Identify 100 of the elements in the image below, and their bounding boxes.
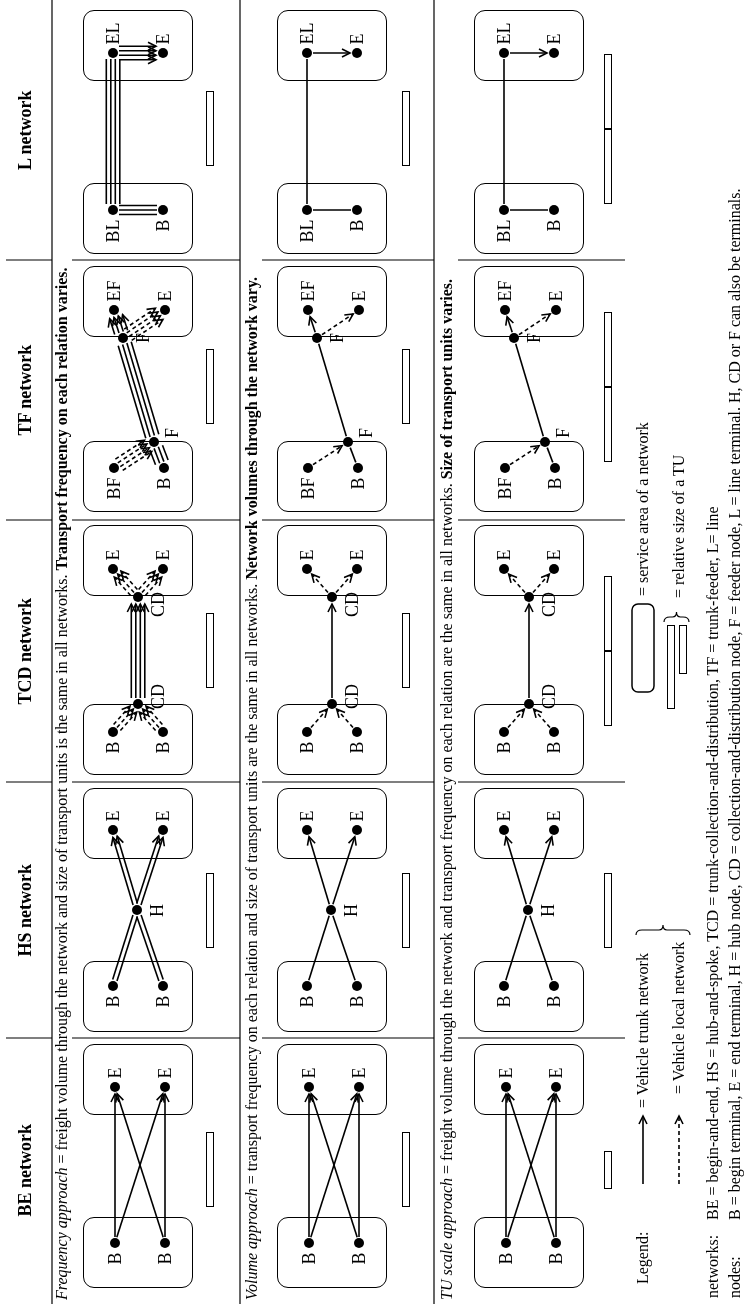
node-label: BL bbox=[297, 219, 316, 243]
arrow bbox=[110, 836, 134, 906]
connector-line bbox=[332, 914, 356, 982]
dashed-arrow bbox=[145, 705, 164, 726]
dashed-arrow bbox=[112, 705, 131, 726]
node-label: EL bbox=[494, 22, 513, 45]
dashed-arrow bbox=[310, 708, 329, 729]
arrow bbox=[304, 1093, 314, 1238]
column-header: L network bbox=[16, 90, 34, 170]
node-label: F bbox=[163, 428, 181, 438]
service-area-box bbox=[474, 1044, 584, 1115]
node-label: E bbox=[347, 33, 366, 45]
arrow bbox=[551, 1093, 561, 1238]
node-label: B bbox=[153, 219, 172, 232]
node-label: B bbox=[153, 995, 172, 1008]
arrow bbox=[501, 1093, 511, 1238]
legend-label: = service area of a network bbox=[634, 422, 652, 596]
service-area-box bbox=[83, 1217, 193, 1288]
row-description: Volume approach = transport frequency on each relation and size of transport units are the same in all networks. Network volumes through the network vary. bbox=[243, 276, 261, 1300]
node-label: E bbox=[153, 33, 172, 45]
row-description: TU scale approach = freight volume through the network and transport frequency on each relation are the same in all networks. Size of transport units varies. bbox=[438, 278, 456, 1300]
node-label: EF bbox=[495, 280, 514, 302]
node-label: BL bbox=[494, 219, 513, 243]
arrow bbox=[354, 1093, 364, 1238]
node-label: B bbox=[348, 477, 367, 490]
node-label: E bbox=[494, 549, 513, 561]
connector-line bbox=[308, 914, 330, 982]
legend-label: = Vehicle trunk network bbox=[634, 953, 652, 1108]
node-label: B bbox=[105, 1252, 124, 1265]
arrow bbox=[327, 603, 337, 699]
node-label: B bbox=[347, 741, 366, 754]
arrow bbox=[118, 41, 157, 51]
dashed-arrow bbox=[120, 570, 139, 591]
column-header: HS network bbox=[16, 864, 34, 957]
node-label: B bbox=[155, 1252, 174, 1265]
connector-line bbox=[111, 914, 134, 981]
node-label: B bbox=[297, 741, 316, 754]
node-label: F bbox=[554, 428, 572, 438]
node-label: B bbox=[299, 1252, 318, 1265]
arrow bbox=[116, 315, 126, 333]
node-label: E bbox=[546, 290, 565, 302]
service-area-box bbox=[83, 10, 193, 81]
node-label: CD bbox=[343, 592, 361, 617]
node-label: CD bbox=[149, 684, 167, 709]
node-label: E bbox=[103, 810, 122, 822]
node-label: B bbox=[544, 741, 563, 754]
connector-line bbox=[349, 446, 357, 464]
node-label: B bbox=[347, 995, 366, 1008]
node-label: B bbox=[153, 741, 172, 754]
node-label: B bbox=[496, 1252, 515, 1265]
node-label: CD bbox=[149, 592, 167, 617]
arrow bbox=[312, 48, 351, 58]
service-area-box bbox=[474, 961, 584, 1032]
node-label: E bbox=[347, 810, 366, 822]
arrow bbox=[160, 1093, 170, 1238]
node-label: E bbox=[496, 1067, 515, 1079]
node-label: H bbox=[148, 904, 166, 917]
legend-label: = Vehicle local network bbox=[670, 941, 688, 1094]
node-label: B bbox=[494, 741, 513, 754]
node-label: BF bbox=[104, 477, 123, 500]
arrow bbox=[509, 48, 548, 58]
node-label: EL bbox=[103, 22, 122, 45]
arrow bbox=[503, 835, 528, 906]
connector-line bbox=[546, 446, 554, 464]
arrow bbox=[107, 317, 117, 336]
connector-line bbox=[149, 449, 157, 466]
arrow bbox=[135, 603, 146, 699]
arrow bbox=[118, 45, 157, 56]
arrow bbox=[140, 836, 166, 906]
connector-line bbox=[505, 914, 527, 982]
dashed-arrow bbox=[335, 573, 354, 594]
row-description: Frequency approach = freight volume through the network and size of transport units is the same in all networks. Transport frequency on each relation varies. bbox=[53, 267, 71, 1300]
arrow bbox=[505, 315, 515, 334]
node-label: E bbox=[544, 810, 563, 822]
connector-line bbox=[514, 342, 545, 438]
service-area-box bbox=[277, 1044, 387, 1115]
node-label: F bbox=[357, 428, 375, 438]
connector-line bbox=[529, 914, 553, 982]
arrow bbox=[332, 835, 357, 906]
node-label: CD bbox=[540, 592, 558, 617]
node-label: B bbox=[546, 1252, 565, 1265]
node-label: E bbox=[347, 549, 366, 561]
node-label: E bbox=[349, 290, 368, 302]
connector-line bbox=[110, 58, 112, 205]
dashed-arrow bbox=[518, 313, 551, 336]
dashed-arrow bbox=[532, 708, 551, 729]
note-heading: networks: bbox=[704, 1234, 722, 1298]
node-label: BL bbox=[103, 219, 122, 243]
node-label: E bbox=[153, 810, 172, 822]
service-area-box bbox=[474, 788, 584, 859]
service-area-box bbox=[83, 788, 193, 859]
node-label: EF bbox=[298, 280, 317, 302]
column-header: BE network bbox=[16, 1124, 34, 1217]
node-label: E bbox=[103, 549, 122, 561]
legend-label: = relative size of a TU bbox=[670, 454, 688, 598]
node-label: E bbox=[349, 1067, 368, 1079]
note-heading: nodes: bbox=[726, 1256, 744, 1298]
node-label: EF bbox=[104, 280, 123, 302]
node-label: E bbox=[297, 810, 316, 822]
node-label: E bbox=[546, 1067, 565, 1079]
